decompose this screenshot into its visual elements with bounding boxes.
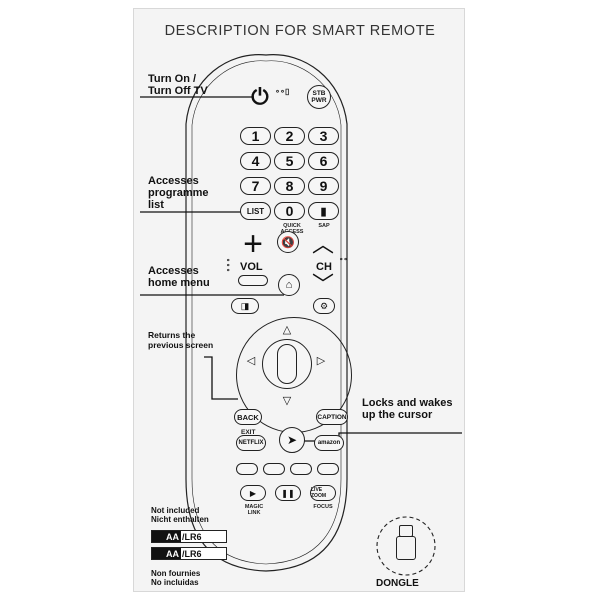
home-callout-label: Accesses home menu	[148, 265, 210, 289]
battery-2-aa: AA	[152, 548, 181, 559]
input-icon: ◨	[240, 300, 250, 311]
netflix-button[interactable]: NETFLIX	[236, 435, 266, 451]
number-0-button[interactable]: 0	[274, 202, 305, 220]
dpad-down-button[interactable]: ▽	[280, 393, 294, 407]
cursor-callout-label: Locks and wakes up the cursor	[362, 397, 453, 421]
volume-up-button[interactable]: +	[238, 225, 268, 263]
list-button[interactable]: LIST	[240, 202, 271, 220]
cursor-guide-line	[284, 432, 462, 442]
channel-down-button[interactable]: ﹀	[310, 271, 336, 297]
caption-button[interactable]: CAPTION	[316, 409, 348, 425]
triangle-up-icon: △	[282, 323, 292, 336]
number-5-button[interactable]: 5	[274, 152, 305, 170]
number-2-button[interactable]: 2	[274, 127, 305, 145]
indicator-dots-icon: ∘∘▯	[275, 87, 290, 96]
pause-button[interactable]: ❚❚	[275, 485, 301, 501]
dpad-left-button[interactable]: ◁	[244, 353, 258, 367]
ch-dots-icon: ∘∘	[339, 256, 348, 263]
amazon-button[interactable]: amazon	[314, 435, 344, 451]
yellow-button[interactable]	[290, 463, 312, 475]
vol-label: VOL	[240, 261, 263, 273]
power-button[interactable]: ⏻	[247, 84, 273, 110]
speaker-mute-icon: 🔇	[281, 236, 295, 249]
ch-label: CH	[316, 261, 332, 273]
battery-1-aa: AA	[152, 531, 181, 542]
pause-icon: ❚❚	[281, 488, 295, 498]
remote-description-card: DESCRIPTION FOR SMART REMOTE Turn On / T…	[133, 8, 465, 592]
live-zoom-button[interactable]: LIVE ZOOM	[310, 485, 336, 501]
battery-2: AA /LR6	[151, 547, 227, 560]
number-9-button[interactable]: 9	[308, 177, 339, 195]
cursor-arrow-icon: ➤	[286, 433, 298, 447]
number-3-button[interactable]: 3	[308, 127, 339, 145]
chevron-up-icon: ︿	[311, 232, 334, 257]
back-button[interactable]: BACK	[234, 409, 262, 425]
channel-up-button[interactable]: ︿	[310, 231, 336, 257]
red-button[interactable]	[236, 463, 258, 475]
not-included-label: Not included Nicht enthalten	[151, 506, 209, 524]
back-guide-line	[204, 356, 238, 400]
triangle-left-icon: ◁	[246, 354, 256, 367]
settings-button[interactable]: ⚙	[313, 298, 335, 314]
home-button[interactable]: ⌂	[278, 274, 300, 296]
focus-label: FOCUS	[313, 504, 333, 510]
scroll-wheel-icon	[277, 344, 297, 384]
vol-dots-icon: ∘∘∘	[226, 257, 231, 274]
non-fournies-label: Non fournies No incluidas	[151, 569, 201, 587]
list-callout-label: Accesses programme list	[148, 175, 209, 211]
remote-body-outline	[185, 54, 348, 572]
gear-icon: ⚙	[319, 300, 329, 311]
page-title: DESCRIPTION FOR SMART REMOTE	[164, 23, 436, 39]
blue-button[interactable]	[317, 463, 339, 475]
number-6-button[interactable]: 6	[308, 152, 339, 170]
cursor-button[interactable]: ➤	[279, 427, 305, 453]
dpad-right-button[interactable]: ▷	[314, 353, 328, 367]
play-button[interactable]: ▶	[240, 485, 266, 501]
triangle-right-icon: ▷	[316, 354, 326, 367]
remote-outline-drawing	[140, 54, 462, 576]
mute-button[interactable]: 🔇	[277, 231, 299, 253]
volume-down-button[interactable]	[238, 275, 268, 286]
number-7-button[interactable]: 7	[240, 177, 271, 195]
memo-button[interactable]: ▮	[308, 202, 339, 220]
dpad-up-button[interactable]: △	[280, 322, 294, 336]
memo-icon: ▮	[320, 205, 327, 218]
ok-wheel-button[interactable]	[262, 339, 312, 389]
back-callout-label: Returns the previous screen	[148, 330, 214, 350]
chevron-down-icon: ﹀	[311, 272, 334, 297]
triangle-down-icon: ▽	[282, 394, 292, 407]
plus-icon: +	[243, 224, 263, 263]
battery-1: AA /LR6	[151, 530, 227, 543]
number-4-button[interactable]: 4	[240, 152, 271, 170]
dongle-outline	[376, 516, 436, 576]
sap-label: SAP	[318, 223, 330, 229]
dongle-label: DONGLE	[376, 578, 419, 589]
usb-dongle-icon	[396, 525, 416, 561]
green-button[interactable]	[263, 463, 285, 475]
power-callout-label: Turn On / Turn Off TV	[148, 73, 208, 97]
exit-label: EXIT	[241, 429, 256, 436]
play-icon: ▶	[249, 488, 257, 498]
battery-1-type: /LR6	[182, 531, 202, 542]
power-icon: ⏻	[251, 84, 269, 109]
input-button[interactable]: ◨	[231, 298, 259, 314]
magic-link-label: MAGIC LINK	[244, 504, 264, 516]
home-icon: ⌂	[285, 279, 293, 291]
number-8-button[interactable]: 8	[274, 177, 305, 195]
number-1-button[interactable]: 1	[240, 127, 271, 145]
battery-2-type: /LR6	[182, 548, 202, 559]
stb-pwr-button[interactable]: STB PWR	[307, 85, 331, 109]
